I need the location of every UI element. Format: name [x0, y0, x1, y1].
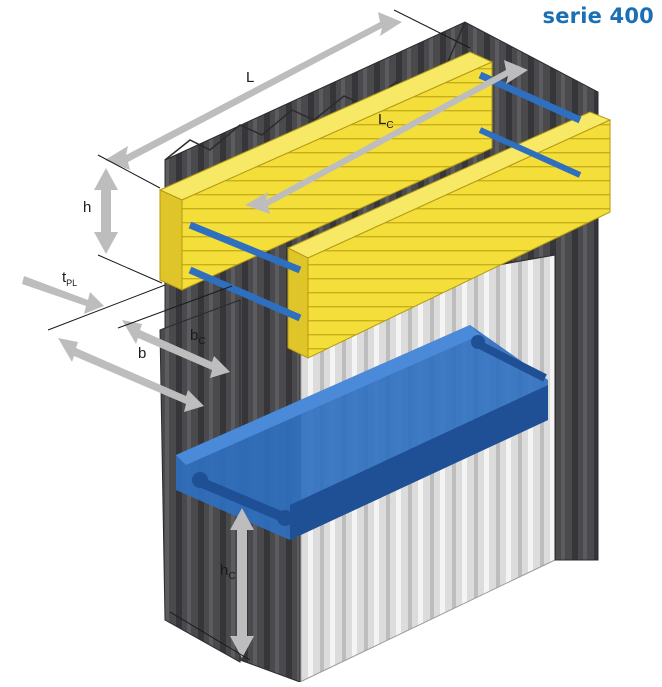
arrow-tpl: [22, 276, 104, 314]
arrow-b: [58, 338, 204, 412]
arrow-hc: [230, 508, 254, 658]
label-L: L: [246, 69, 254, 86]
upper-waler-frame: [158, 51, 612, 359]
label-hc: hC: [220, 562, 236, 582]
arrow-h: [94, 168, 118, 254]
lower-strut-frame: [176, 325, 548, 540]
label-bc: bC: [190, 327, 206, 347]
arrow-Lc: [245, 60, 528, 214]
label-h: h: [83, 199, 91, 216]
series-title: serie 400: [542, 4, 654, 28]
label-tpl: tPL: [62, 269, 77, 288]
arrow-L: [105, 12, 402, 170]
arrow-bc: [122, 320, 230, 378]
label-Lc: LC: [378, 111, 394, 131]
label-b: b: [138, 345, 146, 362]
